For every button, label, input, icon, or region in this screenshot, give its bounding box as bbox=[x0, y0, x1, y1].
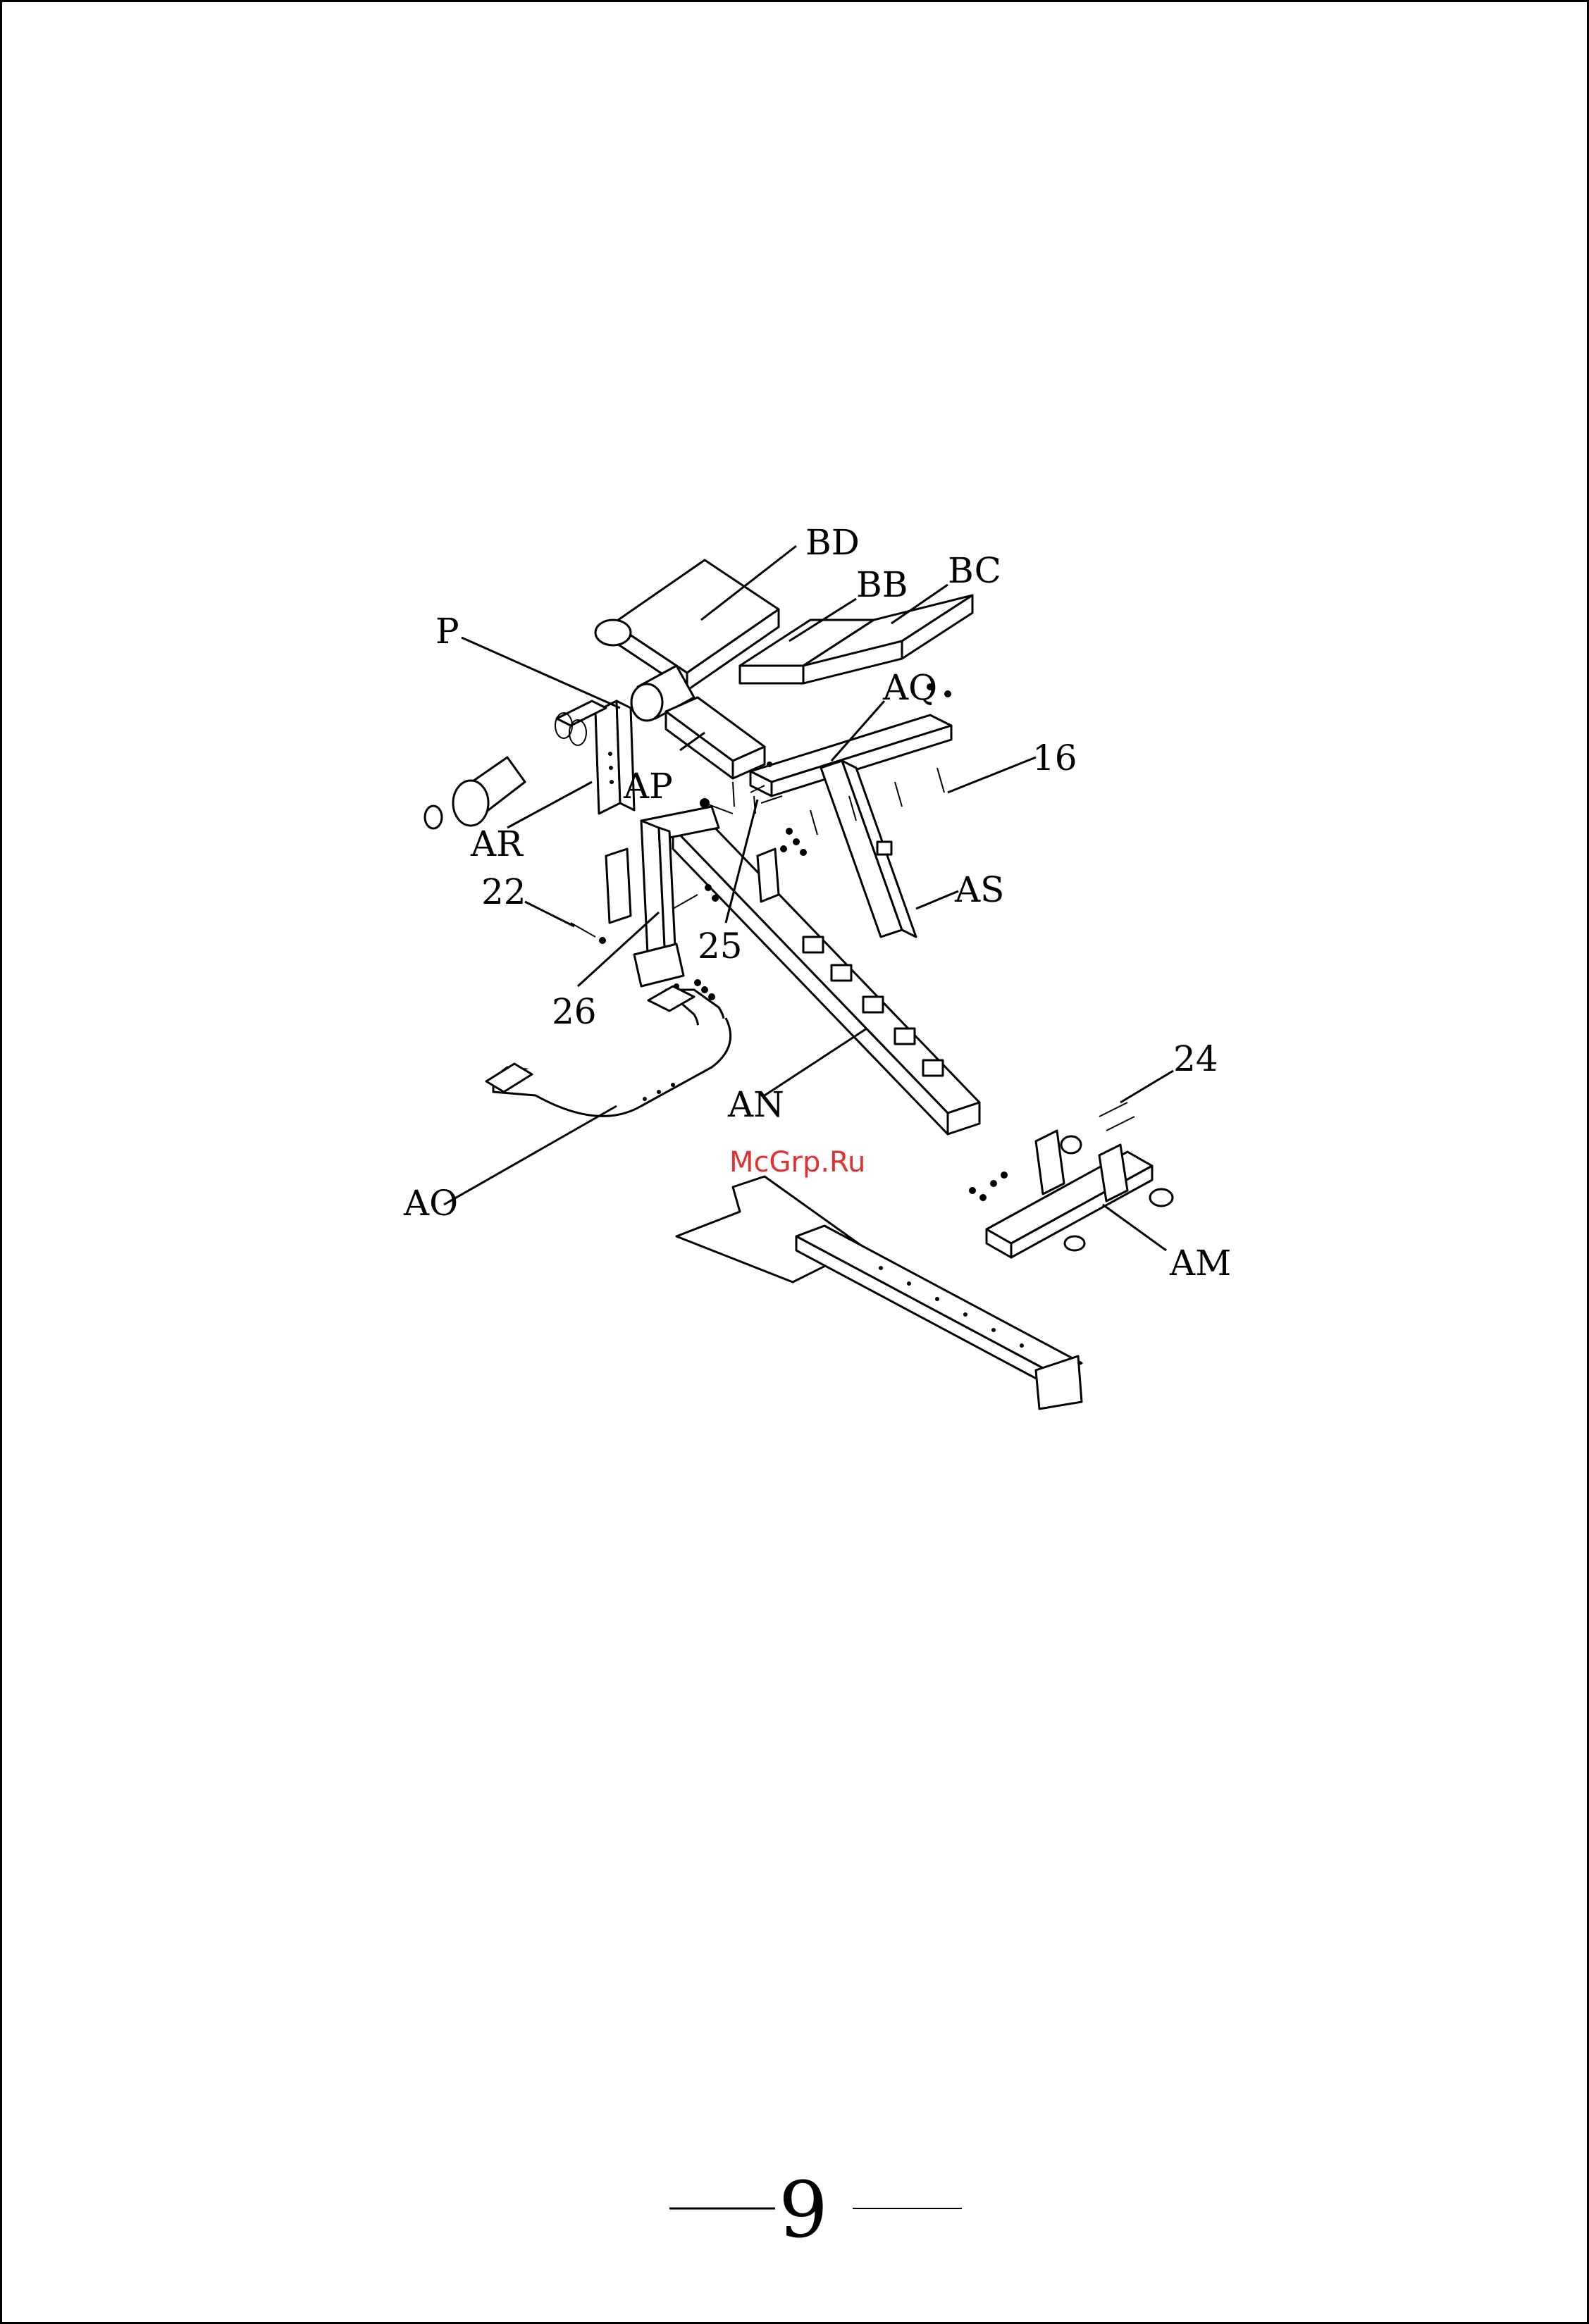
part-AS-brace bbox=[821, 761, 916, 937]
callout-AQ: AQ bbox=[882, 667, 937, 708]
part-AR-upright bbox=[555, 701, 634, 814]
page-footer: 9 bbox=[669, 2165, 962, 2255]
callout-25: 25 bbox=[698, 926, 743, 967]
part-AP-sleeve bbox=[666, 697, 765, 778]
part-AO-front-foot bbox=[486, 986, 731, 1116]
callout-BB: BB bbox=[856, 564, 908, 605]
callout-AM: AM bbox=[1169, 1243, 1231, 1284]
callout-26: 26 bbox=[552, 991, 597, 1032]
callout-BC: BC bbox=[948, 550, 1001, 591]
callout-22: 22 bbox=[481, 871, 526, 912]
callout-P: P bbox=[435, 611, 459, 652]
callout-24: 24 bbox=[1173, 1038, 1218, 1079]
page-number: 9 bbox=[779, 2165, 828, 2255]
callout-AR: AR bbox=[470, 824, 524, 864]
callout-AO: AO bbox=[403, 1183, 458, 1224]
part-22-bolt bbox=[571, 923, 606, 944]
callout-BD: BD bbox=[805, 522, 860, 563]
part-26-pin bbox=[673, 895, 698, 909]
callout-AP: AP bbox=[623, 766, 673, 807]
callout-16: 16 bbox=[1032, 738, 1077, 778]
part-base-tube bbox=[796, 1226, 1082, 1409]
watermark-text: McGrp.Ru bbox=[729, 1146, 865, 1179]
callout-AN: AN bbox=[727, 1084, 784, 1125]
part-AN-main-frame bbox=[673, 817, 979, 1134]
part-foam-roller bbox=[425, 757, 525, 828]
callout-AS: AS bbox=[954, 869, 1004, 910]
